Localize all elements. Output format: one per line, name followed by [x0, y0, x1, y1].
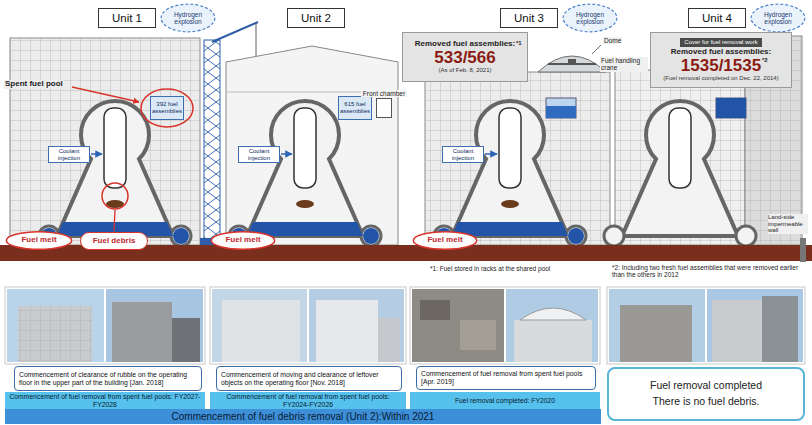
fuel-melt-oval: Fuel melt	[210, 231, 276, 250]
outline	[751, 4, 805, 32]
coolant-label: Coolant injection	[51, 148, 87, 161]
completed-text: There is no fuel debris.	[653, 396, 760, 408]
pool-count: 615 fuel assemblies	[340, 101, 370, 114]
schedule-text: Commencement of fuel removal from spent …	[8, 393, 202, 408]
front-chamber: Front chamber	[376, 98, 392, 118]
fuel-melt-oval: Fuel melt	[5, 231, 73, 250]
fuel-debris-box: Fuel debris	[80, 232, 148, 250]
pool-box: 392 fuel assemblies	[150, 96, 184, 120]
completed-text: Fuel removal completed	[650, 380, 762, 392]
debris-schedule-band: Commencement of fuel debris removal (Uni…	[5, 409, 601, 424]
coolant-box: Coolant injection	[48, 146, 90, 163]
schedule-text: Fuel removal completed: FY2020	[455, 397, 555, 405]
fuel-count-box: Cover for fuel removal workRemoved fuel …	[650, 32, 792, 88]
melt-label: Fuel melt	[21, 236, 56, 245]
unit-name: Unit 3	[514, 12, 544, 25]
coolant-label: Coolant injection	[241, 148, 277, 161]
event-label: Hydrogen explosion	[166, 11, 210, 26]
part-label: Land-side impermeable wall	[768, 214, 808, 234]
status-box: Commencement of clearance of rubble on t…	[14, 366, 202, 391]
unit-name: Unit 1	[112, 12, 142, 25]
fuel-melt-oval: Fuel melt	[412, 231, 478, 250]
unit2-building	[226, 46, 398, 245]
status-text: Commencement of clearance of rubble on t…	[19, 371, 197, 386]
photo-panels	[5, 287, 805, 364]
fuel-count-text: 533/566	[434, 49, 495, 67]
explosion-cloud: Hydrogen explosion	[750, 3, 806, 33]
explosion-cloud: Hydrogen explosion	[160, 3, 216, 33]
fuel-count-text: 1535/1535	[681, 57, 761, 75]
status-text: Commencement of moving and clearance of …	[221, 371, 397, 386]
event-label: Hydrogen explosion	[568, 11, 612, 26]
unit-header: Unit 4	[688, 8, 746, 28]
footnote: *1: Fuel stored in racks at the shared p…	[430, 265, 608, 272]
status-box: Commencement of fuel removal from spent …	[416, 366, 596, 390]
pool-count: 392 fuel assemblies	[152, 101, 182, 114]
event-label: Hydrogen explosion	[756, 11, 800, 26]
pool-box: 615 fuel assemblies	[338, 96, 372, 120]
fuel-count-text: Cover for fuel removal work	[680, 38, 761, 47]
completed-box: Fuel removal completedThere is no fuel d…	[607, 367, 805, 421]
melt-label: Fuel melt	[225, 236, 260, 245]
unit-header: Unit 2	[287, 8, 345, 28]
melt-label: Fuel melt	[427, 236, 462, 245]
outline	[6, 232, 71, 249]
outline	[563, 4, 617, 32]
unit-header: Unit 1	[98, 8, 156, 28]
unit-header: Unit 3	[500, 8, 558, 28]
fuel-count-text: *1	[516, 40, 522, 47]
explosion-cloud: Hydrogen explosion	[562, 3, 618, 33]
fuel-count-text: (As of Feb. 8, 2021)	[438, 67, 491, 74]
fuel-count-text: *2	[762, 57, 768, 64]
fuel-count-text: (Fuel removal completed on Dec. 22, 2014…	[663, 75, 778, 82]
fuel-count-box: Removed fuel assemblies:*1 533/566(As of …	[402, 32, 528, 82]
schedule-bar: Fuel removal completed: FY2020	[410, 392, 600, 409]
status-text: Commencement of fuel removal from spent …	[421, 370, 591, 385]
coolant-box: Coolant injection	[442, 146, 484, 163]
schedule-bar: Commencement of fuel removal from spent …	[210, 392, 406, 409]
fuel-count-text: Removed fuel assemblies:	[671, 48, 771, 57]
unit1-building	[10, 38, 200, 245]
fuel-count-text: Removed fuel assemblies:	[415, 40, 515, 49]
leader-lines	[72, 87, 497, 231]
unit-name: Unit 4	[702, 12, 732, 25]
part-label: Dome	[603, 37, 622, 44]
debris-label: Fuel debris	[93, 237, 136, 246]
coolant-box: Coolant injection	[238, 146, 280, 163]
outline	[211, 232, 274, 249]
outline	[413, 232, 476, 249]
unit-name: Unit 2	[301, 12, 331, 25]
schedule-bar: Commencement of fuel removal from spent …	[5, 392, 205, 409]
part-label: Spent fuel pool	[4, 80, 64, 89]
chamber-label: Front chamber	[361, 90, 407, 97]
coolant-label: Coolant injection	[445, 148, 481, 161]
part-label: Fuel handling crane	[600, 57, 648, 72]
status-box: Commencement of moving and clearance of …	[216, 366, 402, 391]
footnote: *2: Including two fresh fuel assemblies …	[612, 264, 804, 279]
schedule-text: Commencement of fuel debris removal (Uni…	[172, 411, 435, 422]
schedule-text: Commencement of fuel removal from spent …	[213, 393, 403, 408]
outline	[161, 4, 215, 32]
